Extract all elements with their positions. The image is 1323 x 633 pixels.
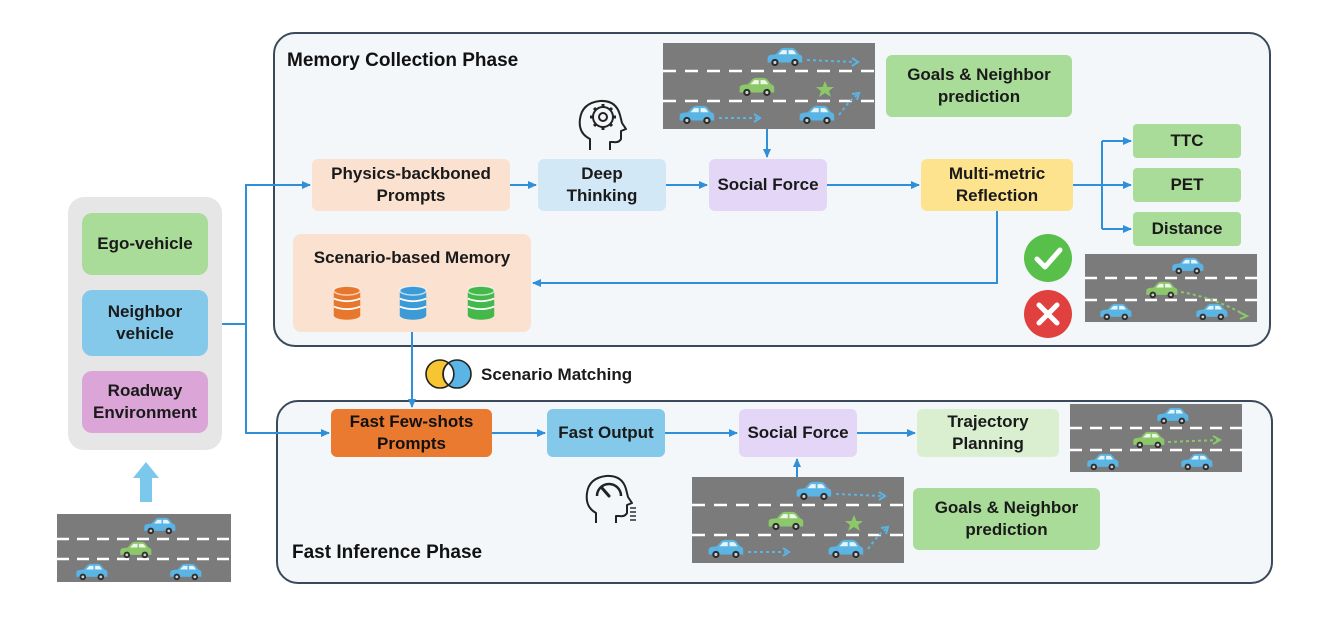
social-force-box-memory: Social Force <box>709 159 827 211</box>
neighbor-vehicle-box: Neighbor vehicle <box>82 290 208 356</box>
database-icon <box>398 285 428 321</box>
trajectory-planning-box: Trajectory Planning <box>917 409 1059 457</box>
inference-road-scene-right <box>1070 404 1242 472</box>
roadway-environment-box: Roadway Environment <box>82 371 208 433</box>
physics-backboned-prompts-box: Physics-backboned Prompts <box>312 159 510 211</box>
database-icon <box>332 285 362 321</box>
scenario-memory-label: Scenario-based Memory <box>313 248 511 267</box>
multi-metric-reflection-box: Multi-metric Reflection <box>921 159 1073 211</box>
pet-metric-box: PET <box>1133 168 1241 202</box>
memory-road-scene-right <box>1085 254 1257 322</box>
check-circle-icon <box>1024 234 1072 282</box>
goals-neighbor-prediction-box-memory: Goals & Neighbor prediction <box>886 55 1072 117</box>
database-icon <box>466 285 496 321</box>
scenario-matching-label: Scenario Matching <box>481 365 633 384</box>
fast-output-box: Fast Output <box>547 409 665 457</box>
head-gauge-icon <box>585 474 636 523</box>
star-icon <box>816 81 834 97</box>
input-road-scene <box>57 514 231 582</box>
social-force-box-inference: Social Force <box>739 409 857 457</box>
head-gear-icon <box>578 99 627 150</box>
star-icon <box>845 515 863 531</box>
up-arrow-icon <box>133 462 159 502</box>
ego-vehicle-box: Ego-vehicle <box>82 213 208 275</box>
deep-thinking-box: Deep Thinking <box>538 159 666 211</box>
ttc-metric-box: TTC <box>1133 124 1241 158</box>
inference-phase-title: Fast Inference Phase <box>292 542 483 563</box>
x-circle-icon <box>1024 290 1072 338</box>
distance-metric-box: Distance <box>1133 212 1241 246</box>
goals-neighbor-prediction-box-inference: Goals & Neighbor prediction <box>913 488 1100 550</box>
memory-phase-title: Memory Collection Phase <box>287 50 519 71</box>
inference-road-scene-bottom <box>692 477 904 563</box>
memory-road-scene-top <box>663 43 875 129</box>
fast-few-shots-prompts-box: Fast Few-shots Prompts <box>331 409 492 457</box>
venn-icon <box>425 359 472 389</box>
